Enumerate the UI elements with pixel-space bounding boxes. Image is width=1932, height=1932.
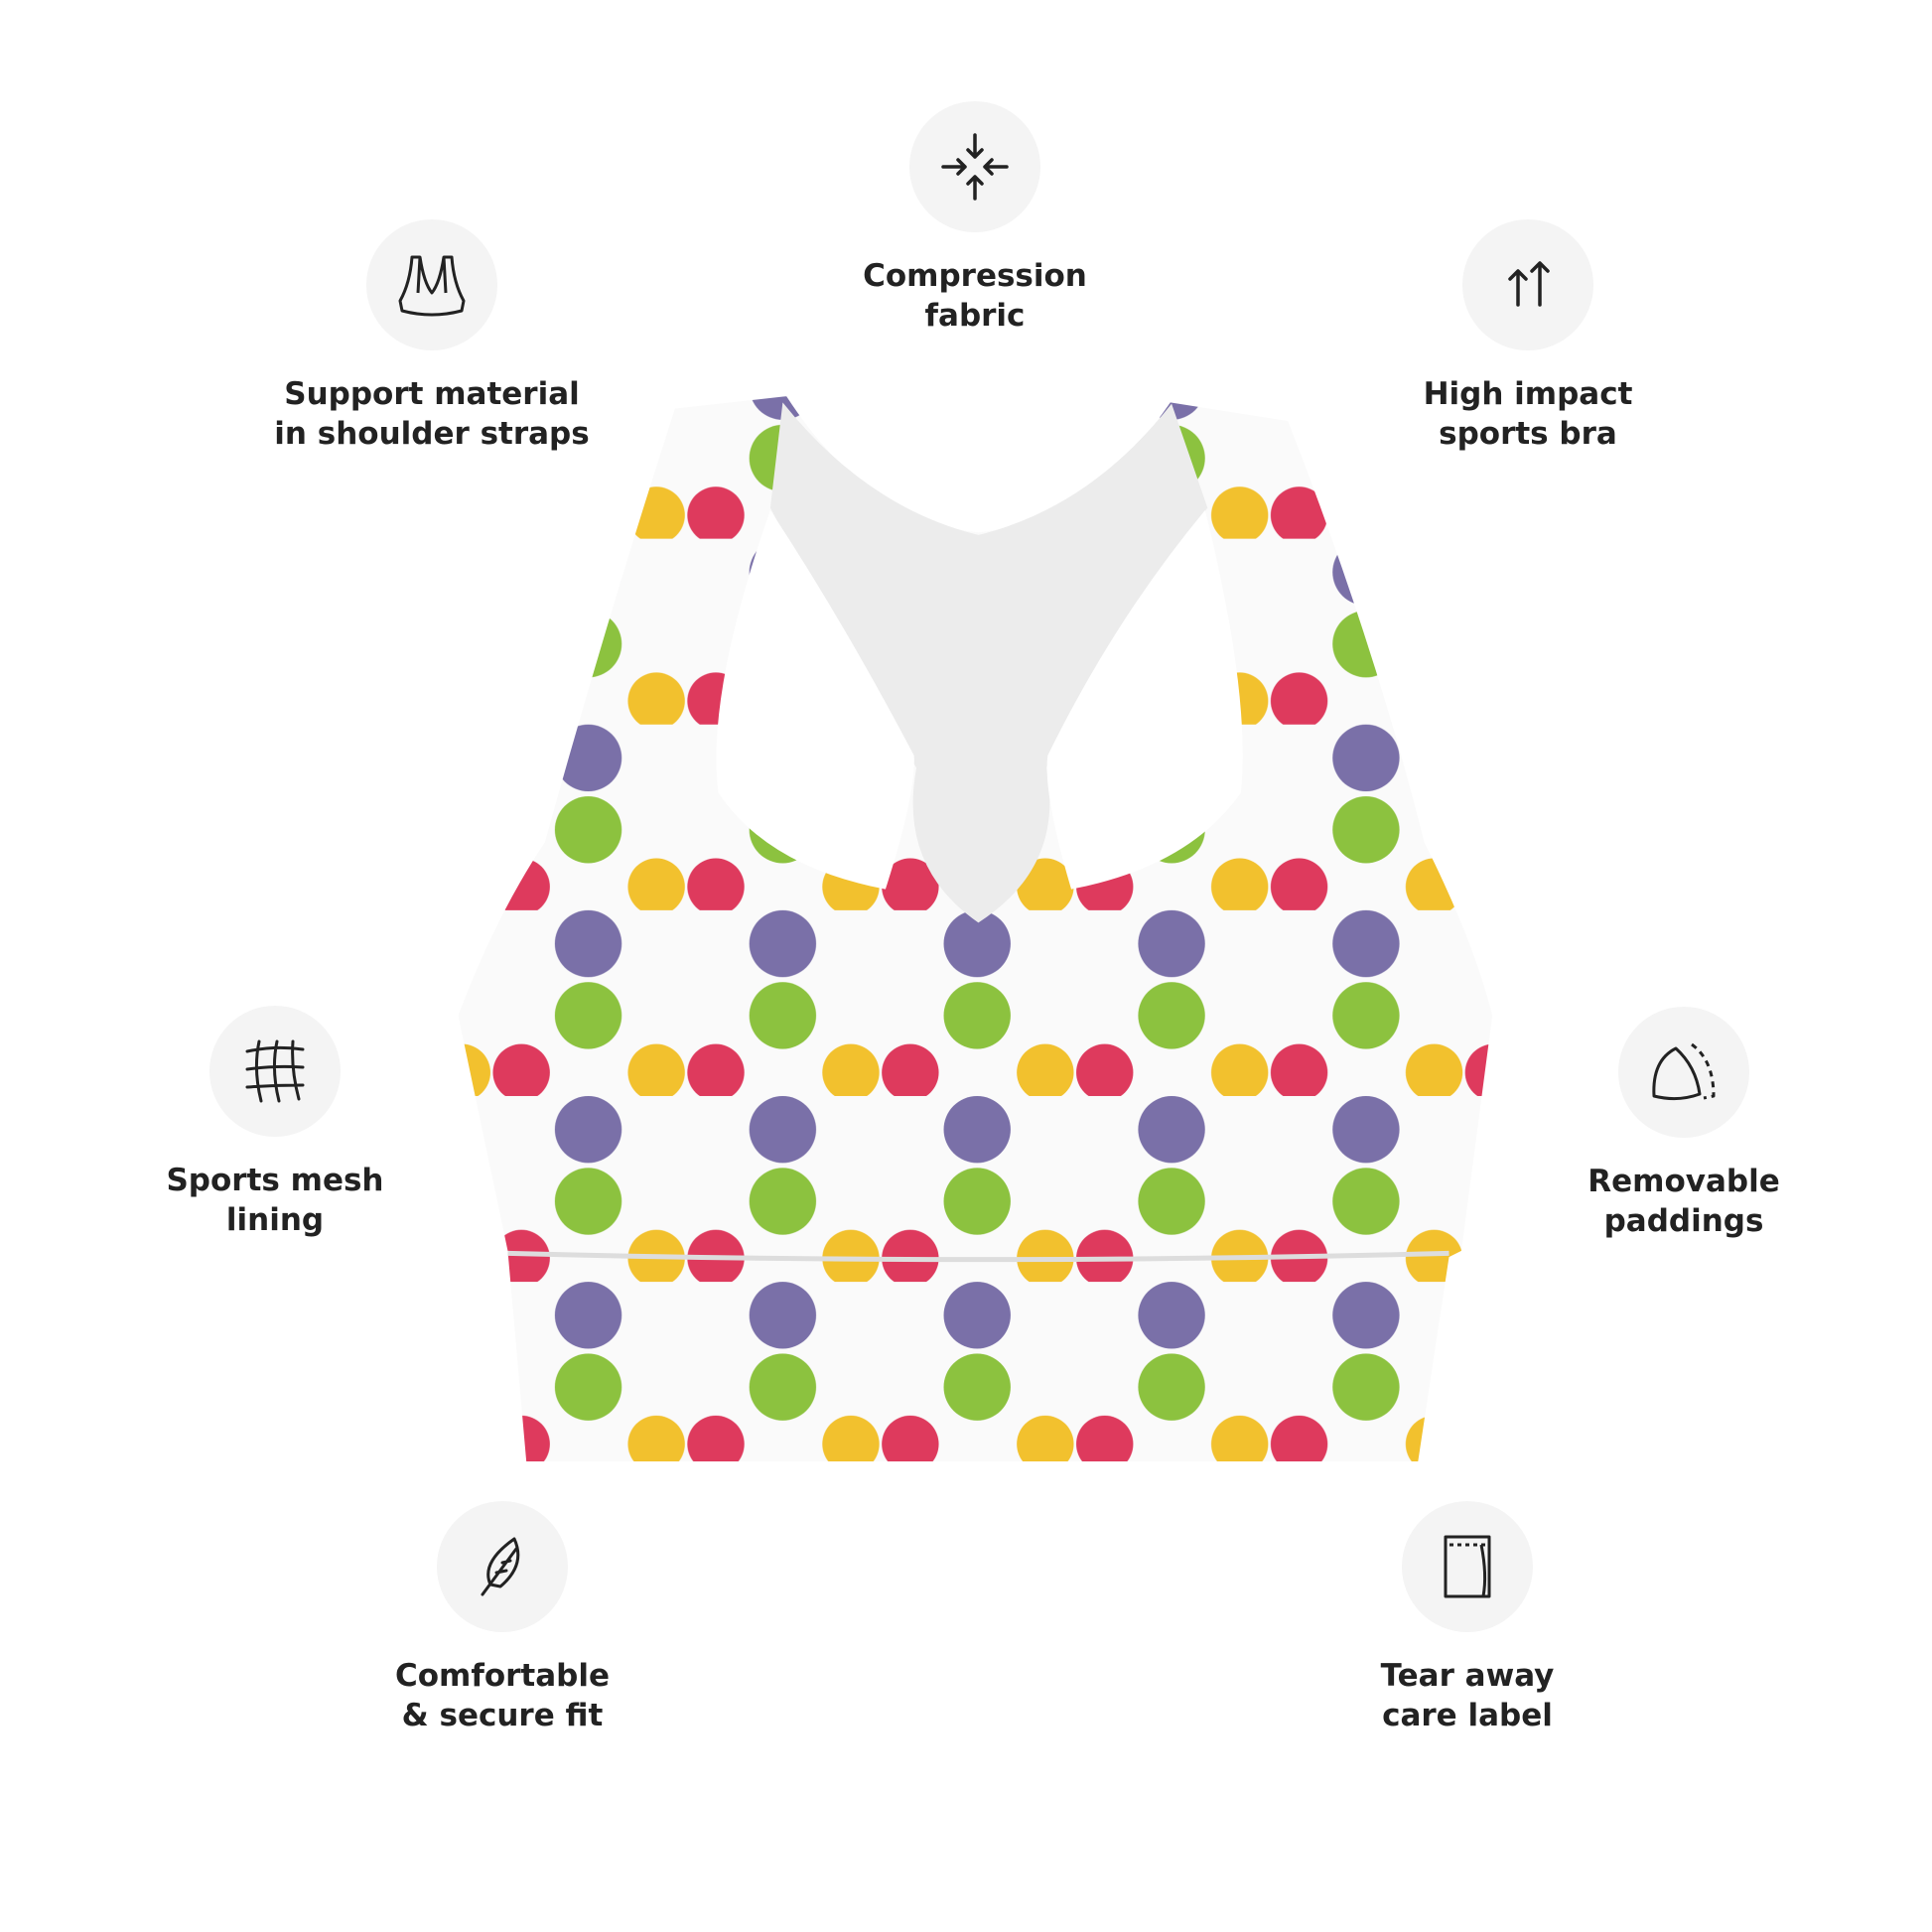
feature-label-line1: Compression xyxy=(863,258,1087,294)
feature-label-line2: in shoulder straps xyxy=(274,416,590,452)
right-armhole xyxy=(1046,509,1243,890)
padding-icon xyxy=(1618,1007,1749,1138)
feature-label-line2: sports bra xyxy=(1439,416,1617,452)
up-arrows-icon xyxy=(1462,219,1593,350)
mesh-back-panel xyxy=(769,402,1208,923)
care-label-icon xyxy=(1402,1501,1533,1632)
compression-arrows-icon xyxy=(909,101,1040,232)
feature-label-line1: Comfortable xyxy=(394,1658,610,1694)
feature-label-line1: Removable xyxy=(1587,1164,1780,1199)
feature-label-line2: fabric xyxy=(924,298,1026,334)
mesh-icon xyxy=(209,1006,341,1137)
feature-label-line2: paddings xyxy=(1603,1203,1764,1239)
feature-comfortable-fit: Comfortable & secure fit xyxy=(304,1501,701,1735)
feature-label-line1: Support material xyxy=(284,376,580,412)
feather-icon xyxy=(437,1501,568,1632)
shoulder-straps-icon xyxy=(366,219,497,350)
feature-removable-paddings: Removable paddings xyxy=(1485,1007,1882,1241)
left-armhole xyxy=(716,509,914,890)
underband-seam xyxy=(507,1250,1449,1263)
feature-compression-fabric: Compression fabric xyxy=(776,101,1173,336)
feature-care-label: Tear away care label xyxy=(1269,1501,1666,1735)
feature-label-line2: & secure fit xyxy=(401,1698,604,1733)
feature-label-line1: Sports mesh xyxy=(166,1163,384,1198)
feature-label-line1: Tear away xyxy=(1380,1658,1555,1694)
feature-support-straps: Support material in shoulder straps xyxy=(233,219,630,454)
feature-high-impact: High impact sports bra xyxy=(1329,219,1726,454)
feature-mesh-lining: Sports mesh lining xyxy=(76,1006,474,1240)
feature-label-line1: High impact xyxy=(1423,376,1633,412)
feature-label-line2: lining xyxy=(225,1202,325,1238)
feature-label-line2: care label xyxy=(1382,1698,1553,1733)
